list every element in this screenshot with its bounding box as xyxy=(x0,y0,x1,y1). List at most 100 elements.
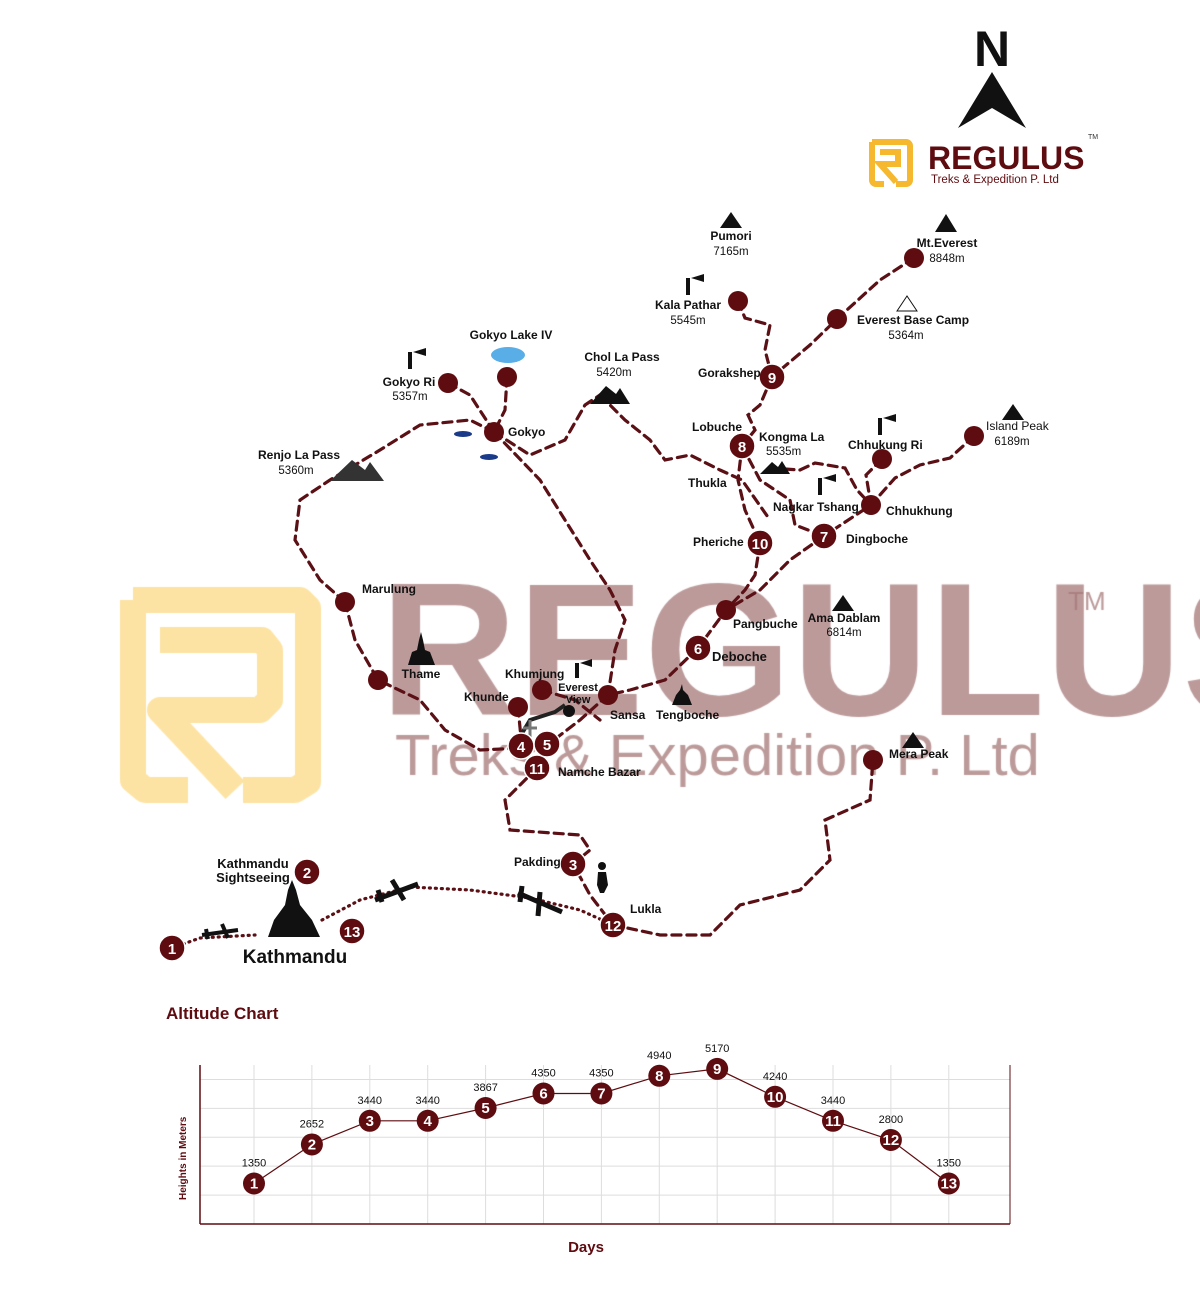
tent-icon xyxy=(896,295,918,312)
label-thukla: Thukla xyxy=(688,476,727,490)
viewpoint-person-icon xyxy=(686,274,704,295)
stop-11: 11 xyxy=(523,754,551,782)
waypoint-sansa xyxy=(598,685,618,705)
stop-7: 7 xyxy=(810,522,838,550)
brand-name: REGULUS xyxy=(928,140,1084,176)
stop-number: 4 xyxy=(517,739,526,756)
waypoint-gokyo-ri xyxy=(438,373,458,393)
data-point-value-label: 1350 xyxy=(937,1158,961,1170)
data-point-value-label: 5170 xyxy=(705,1043,729,1055)
label-lobuche: Lobuche xyxy=(692,420,742,434)
waypoint-gokyo-lake xyxy=(497,367,517,387)
label-gorakshep: Gorakshep xyxy=(698,366,761,380)
data-point-day-label: 9 xyxy=(713,1061,721,1078)
data-point-marker xyxy=(300,1133,323,1156)
chart-title: Altitude Chart xyxy=(166,1004,279,1023)
label-kala-pathar: Kala Pathar xyxy=(655,298,721,312)
x-axis-label: Days xyxy=(568,1239,604,1256)
waypoint-chhukung-ri xyxy=(872,449,892,469)
label-kathmandu-sightseeing-box: Kathmandu Sightseeing xyxy=(216,857,290,884)
label-pumori: Pumori xyxy=(710,229,751,243)
viewpoint-person-icon xyxy=(575,659,592,678)
data-point-marker xyxy=(937,1172,960,1195)
waypoint-island-peak xyxy=(964,426,984,446)
data-point-marker xyxy=(764,1085,787,1108)
mountain-pass-icon xyxy=(590,386,630,404)
alt-ama-dablam: 6814m xyxy=(826,627,861,639)
data-point-marker xyxy=(358,1109,381,1132)
north-arrow-icon xyxy=(958,72,1026,128)
data-point-value-label: 4940 xyxy=(647,1050,671,1062)
label-sansa: Sansa xyxy=(610,708,646,722)
stop-8: 8 xyxy=(728,432,756,460)
airplane-icon xyxy=(374,878,419,903)
label-nagkar: Nagkar Tshang xyxy=(773,500,859,514)
stop-number: 3 xyxy=(569,857,577,874)
stop-1: 1 xyxy=(158,934,186,962)
data-point-day-label: 7 xyxy=(597,1086,605,1103)
waypoint-chhukhung xyxy=(861,495,881,515)
airplane-icon xyxy=(201,923,239,940)
label-pangbuche: Pangbuche xyxy=(733,617,798,631)
label-ebc: Everest Base Camp xyxy=(857,313,969,327)
label-ama-dablam: Ama Dablam xyxy=(808,611,881,625)
stop-3: 3 xyxy=(559,850,587,878)
data-point-marker xyxy=(243,1172,265,1195)
stop-13: 13 xyxy=(338,917,366,945)
alt-renjo: 5360m xyxy=(278,465,313,477)
label-island-peak: Island Peak xyxy=(986,419,1050,433)
waypoint-mera-peak xyxy=(863,750,883,770)
alt-ebc: 5364m xyxy=(888,330,923,342)
compass-north-label: N xyxy=(974,21,1010,77)
data-point-day-label: 12 xyxy=(883,1132,900,1149)
label-khumjung: Khumjung xyxy=(505,667,564,681)
monastery-icon xyxy=(672,684,692,705)
label-marulung: Marulung xyxy=(362,582,416,596)
hiker-icon xyxy=(597,862,608,893)
label-pakding: Pakding xyxy=(514,855,561,869)
data-point-value-label: 3867 xyxy=(473,1082,497,1094)
alt-island-peak: 6189m xyxy=(994,436,1029,448)
data-point-marker xyxy=(879,1129,902,1151)
label-deboche: Deboche xyxy=(712,649,767,664)
waypoint-thame xyxy=(368,670,388,690)
compass: N xyxy=(958,21,1026,128)
data-point-day-label: 8 xyxy=(655,1068,663,1085)
y-axis-label: Heights in Meters xyxy=(178,1116,189,1200)
label-everest: Mt.Everest xyxy=(917,236,978,250)
data-point-day-label: 2 xyxy=(308,1136,316,1153)
alt-pumori: 7165m xyxy=(713,246,748,258)
label-renjo: Renjo La Pass xyxy=(258,448,340,462)
stop-12: 12 xyxy=(599,911,627,939)
waypoint-kala-pathar xyxy=(728,291,748,311)
route-segment xyxy=(736,299,774,379)
data-point-marker xyxy=(416,1109,439,1132)
data-point-day-label: 1 xyxy=(250,1176,258,1193)
waypoint-gokyo xyxy=(484,422,504,442)
helicopter-route xyxy=(516,703,567,742)
label-everest-view-box: Everest View xyxy=(558,683,598,705)
mountain-pass-icon xyxy=(760,461,790,474)
data-point-day-label: 10 xyxy=(767,1089,784,1106)
alt-everest: 8848m xyxy=(929,253,964,265)
stop-number: 8 xyxy=(738,439,746,456)
data-point: 11 3440 xyxy=(821,1095,845,1132)
label-chhukhung: Chhukhung xyxy=(886,504,953,518)
data-point-value-label: 3440 xyxy=(358,1095,382,1107)
data-point-value-label: 3440 xyxy=(821,1095,845,1107)
data-point-day-label: 5 xyxy=(481,1100,489,1117)
airplane-icon xyxy=(517,885,563,917)
stop-10: 10 xyxy=(746,529,774,557)
data-point-day-label: 11 xyxy=(825,1113,841,1130)
mountain-pass-icon xyxy=(330,460,384,481)
stop-number: 5 xyxy=(543,737,551,754)
stop-number: 9 xyxy=(768,370,776,387)
route-segment xyxy=(293,418,496,604)
mountain-icon xyxy=(902,732,924,748)
